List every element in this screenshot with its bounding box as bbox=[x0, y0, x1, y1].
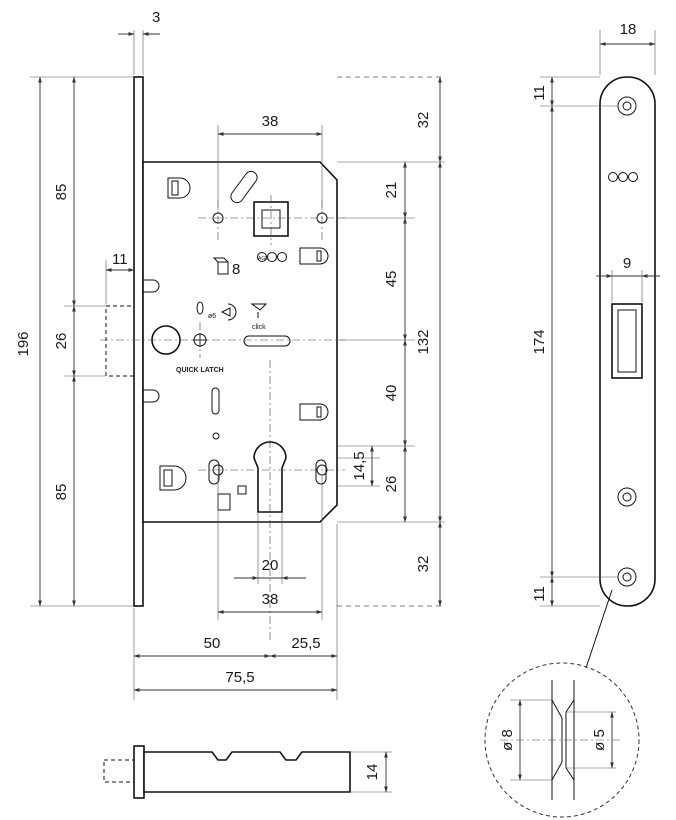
dim-85-lower-label: 85 bbox=[53, 484, 70, 501]
brand-logo-label: AGB bbox=[258, 256, 269, 262]
screw-hole-bottom-left bbox=[212, 464, 224, 476]
dim-18-label: 18 bbox=[620, 21, 637, 38]
latch-direction-icon bbox=[220, 303, 237, 321]
hole-icon bbox=[196, 301, 204, 315]
dim-38-top-label: 38 bbox=[262, 113, 279, 130]
click-label: click bbox=[252, 324, 266, 331]
dim-196-label: 196 bbox=[15, 331, 32, 356]
lock-case bbox=[142, 161, 338, 523]
spindle-hole-label: ø6 bbox=[208, 313, 216, 320]
spindle-square-label: 8 bbox=[232, 261, 240, 278]
bolt-head bbox=[103, 759, 135, 783]
click-icon bbox=[250, 303, 268, 318]
dim-cylinder-spacing: 20 bbox=[234, 557, 306, 580]
strike-opening bbox=[611, 303, 643, 379]
brand-logo-case bbox=[257, 252, 287, 262]
dim-132-label: 132 bbox=[415, 329, 432, 354]
dim-40-label: 40 bbox=[383, 385, 400, 402]
dim-top-offset: 32 bbox=[415, 76, 442, 163]
mounting-tab-upper bbox=[143, 279, 160, 293]
dim-cylinder-width: 14,5 bbox=[351, 445, 374, 487]
dim-spindle-to-latch: 45 bbox=[383, 217, 407, 341]
faceplate-mid-hole bbox=[617, 487, 637, 507]
dim-body-remainder: 25,5 bbox=[269, 635, 338, 658]
faceplate-view bbox=[599, 76, 656, 607]
dim-latch-26: 26 bbox=[53, 305, 76, 377]
dim-center-distance: 132 bbox=[415, 161, 442, 523]
brand-logo-faceplate bbox=[608, 172, 638, 182]
dim-9-label: 9 bbox=[623, 255, 631, 272]
dim-32-top-label: 32 bbox=[415, 112, 432, 129]
cyl-slot-right bbox=[315, 459, 327, 485]
mounting-tab-lower bbox=[143, 389, 160, 403]
dim-backset: 50 bbox=[133, 635, 271, 658]
dim-top-to-spindle: 21 bbox=[383, 161, 407, 219]
quick-latch-label: QUICK LATCH bbox=[176, 367, 224, 374]
dim-50-label: 50 bbox=[204, 635, 221, 652]
dim-3-label: 3 bbox=[152, 9, 160, 26]
dim-11-bottom-label: 11 bbox=[531, 586, 548, 602]
dim-overall-height: 196 bbox=[15, 76, 42, 607]
dim-26-cylinder-label: 26 bbox=[383, 476, 400, 493]
dim-dia-5-label: ø 5 bbox=[591, 729, 608, 751]
extension-lines bbox=[30, 30, 445, 700]
dim-bottom-offset: 32 bbox=[415, 521, 442, 607]
bolt-body bbox=[143, 751, 351, 793]
bolt-flange bbox=[133, 745, 145, 799]
dim-screw-spacing: 38 bbox=[217, 591, 323, 614]
case-slots bbox=[159, 177, 329, 491]
dim-latch-to-cylinder: 40 bbox=[383, 339, 407, 447]
dim-14-label: 14 bbox=[364, 764, 381, 781]
countersink-detail: ø 8 ø 5 bbox=[484, 589, 640, 818]
latch-bolt-view bbox=[103, 745, 351, 799]
latch-tongue bbox=[105, 305, 135, 377]
detail-circle bbox=[484, 662, 640, 818]
dim-11-latch-label: 11 bbox=[112, 251, 128, 268]
lock-body-view bbox=[105, 76, 338, 607]
dim-26-latch-label: 26 bbox=[53, 333, 70, 350]
pin-hole bbox=[212, 432, 220, 440]
spindle-icon bbox=[212, 257, 229, 275]
dim-latch-projection: 11 bbox=[105, 251, 135, 272]
dim-21-label: 21 bbox=[383, 182, 400, 199]
dim-38-bottom-label: 38 bbox=[262, 591, 279, 608]
dim-spindle-spacing: 38 bbox=[217, 113, 323, 136]
dim-20-label: 20 bbox=[262, 557, 279, 574]
forend-plate bbox=[133, 76, 144, 607]
dim-dia-8-label: ø 8 bbox=[499, 729, 516, 751]
inclined-slot bbox=[230, 170, 258, 204]
dim-lower-85: 85 bbox=[53, 375, 76, 607]
dim-174-label: 174 bbox=[531, 329, 548, 354]
small-square bbox=[237, 485, 247, 495]
dim-85-upper-label: 85 bbox=[53, 184, 70, 201]
dim-45-label: 45 bbox=[383, 271, 400, 288]
dim-body-depth: 75,5 bbox=[133, 669, 338, 692]
dim-32-bottom-label: 32 bbox=[415, 556, 432, 573]
dim-11-top-label: 11 bbox=[531, 85, 548, 101]
dim-upper-85: 85 bbox=[53, 76, 76, 307]
vertical-slot bbox=[211, 387, 220, 415]
faceplate-dim-lines: 18 11 174 11 9 bbox=[531, 21, 660, 607]
dim-14-5-label: 14,5 bbox=[351, 451, 368, 480]
dim-75-5-label: 75,5 bbox=[225, 669, 254, 686]
click-slot bbox=[243, 335, 291, 347]
cyl-slot-left bbox=[208, 459, 220, 485]
dim-plate-thickness: 3 bbox=[118, 9, 160, 36]
dim-cylinder-height: 26 bbox=[383, 445, 407, 523]
dim-latch-bolt: 14 bbox=[350, 751, 392, 793]
dim-25-5-label: 25,5 bbox=[291, 635, 320, 652]
